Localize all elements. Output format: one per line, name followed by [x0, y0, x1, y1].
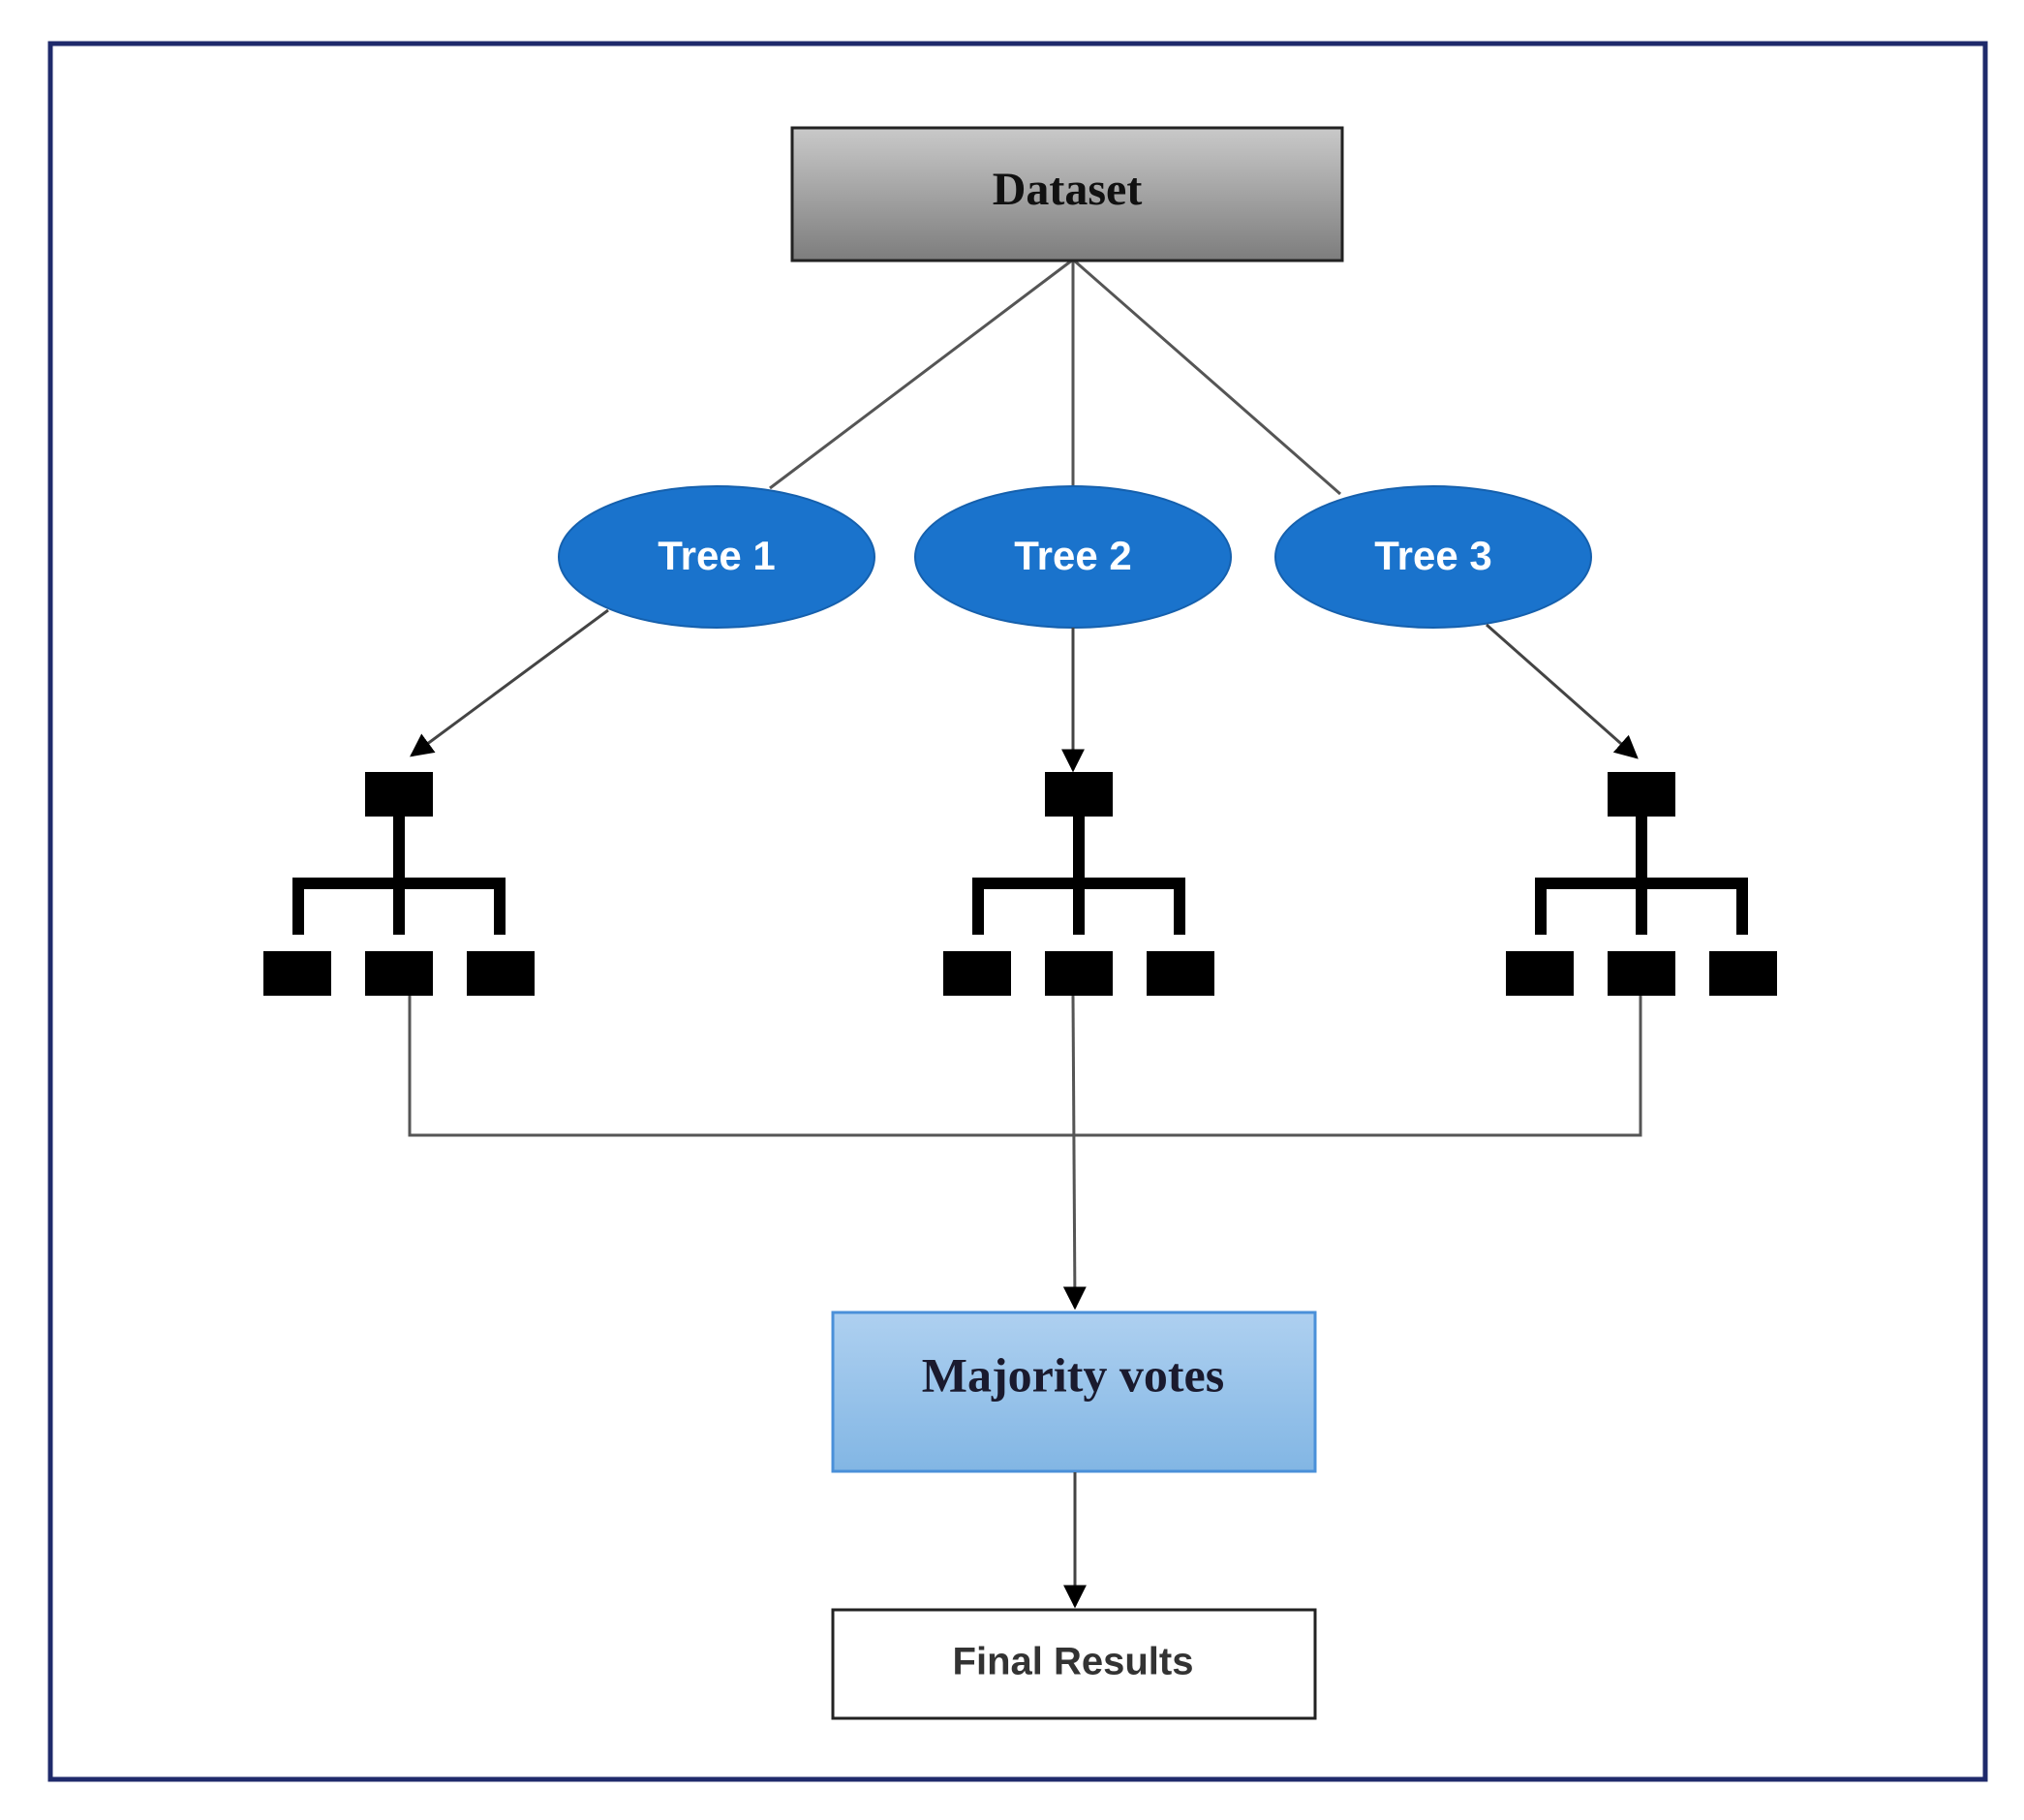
tree-1-structure-icon	[263, 772, 535, 996]
hierarchy-icon	[943, 772, 1214, 996]
tree-2-node: Tree 2	[914, 485, 1232, 629]
connector-dataset-tree-3	[1072, 258, 1341, 496]
majority-votes-label: Majority votes	[922, 1347, 1224, 1402]
connector-structure-2	[1062, 995, 1087, 1311]
tree-2-label: Tree 2	[1014, 533, 1131, 578]
tree-3-label: Tree 3	[1374, 533, 1491, 578]
final-results-node: Final Results	[831, 1608, 1317, 1720]
aggregation-connectors	[408, 995, 1642, 1311]
connector-dataset-tree-1	[769, 258, 1074, 490]
dataset-label: Dataset	[993, 164, 1143, 215]
hierarchy-icon	[1506, 772, 1777, 996]
tree-3-ellipse	[1274, 485, 1592, 629]
outer-frame	[47, 41, 1988, 1782]
tree-2-structure-icon	[943, 772, 1214, 996]
majority-votes-box	[831, 1311, 1317, 1473]
arrow-tree-3	[1486, 623, 1639, 759]
majority-votes-node: Majority votes	[831, 1311, 1317, 1473]
dataset-to-trees-connectors	[769, 258, 1341, 496]
dataset-box	[790, 126, 1344, 262]
connector-structure-1	[408, 996, 1642, 1137]
arrow-tree-1	[410, 608, 609, 757]
final-results-label: Final Results	[953, 1641, 1194, 1683]
tree-3-node: Tree 3	[1274, 485, 1592, 629]
hierarchy-icon	[263, 772, 535, 996]
final-results-box	[831, 1608, 1317, 1720]
tree-1-node: Tree 1	[558, 485, 875, 629]
dataset-node: Dataset	[790, 126, 1344, 262]
tree-1-ellipse	[558, 485, 875, 629]
tree-1-label: Tree 1	[658, 533, 775, 578]
tree-3-structure-icon	[1506, 772, 1777, 996]
tree-to-structure-arrows	[410, 608, 1639, 773]
